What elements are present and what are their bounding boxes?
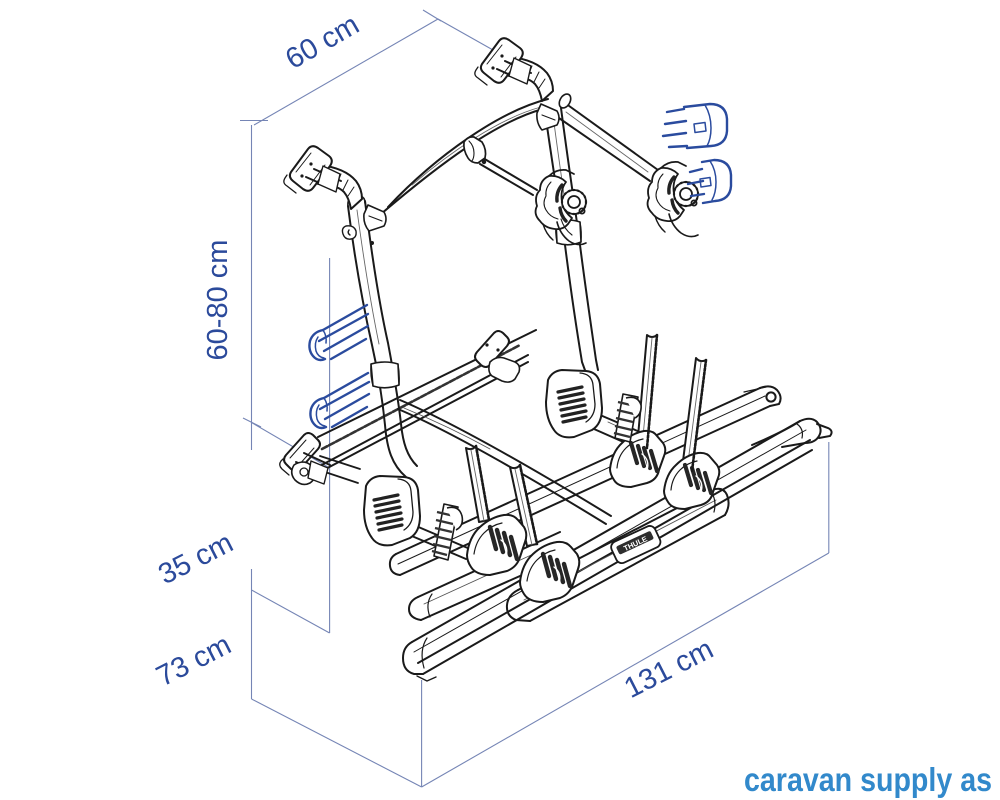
svg-text:caravan supply as: caravan supply as	[744, 761, 992, 798]
svg-text:60-80 cm: 60-80 cm	[202, 240, 234, 361]
